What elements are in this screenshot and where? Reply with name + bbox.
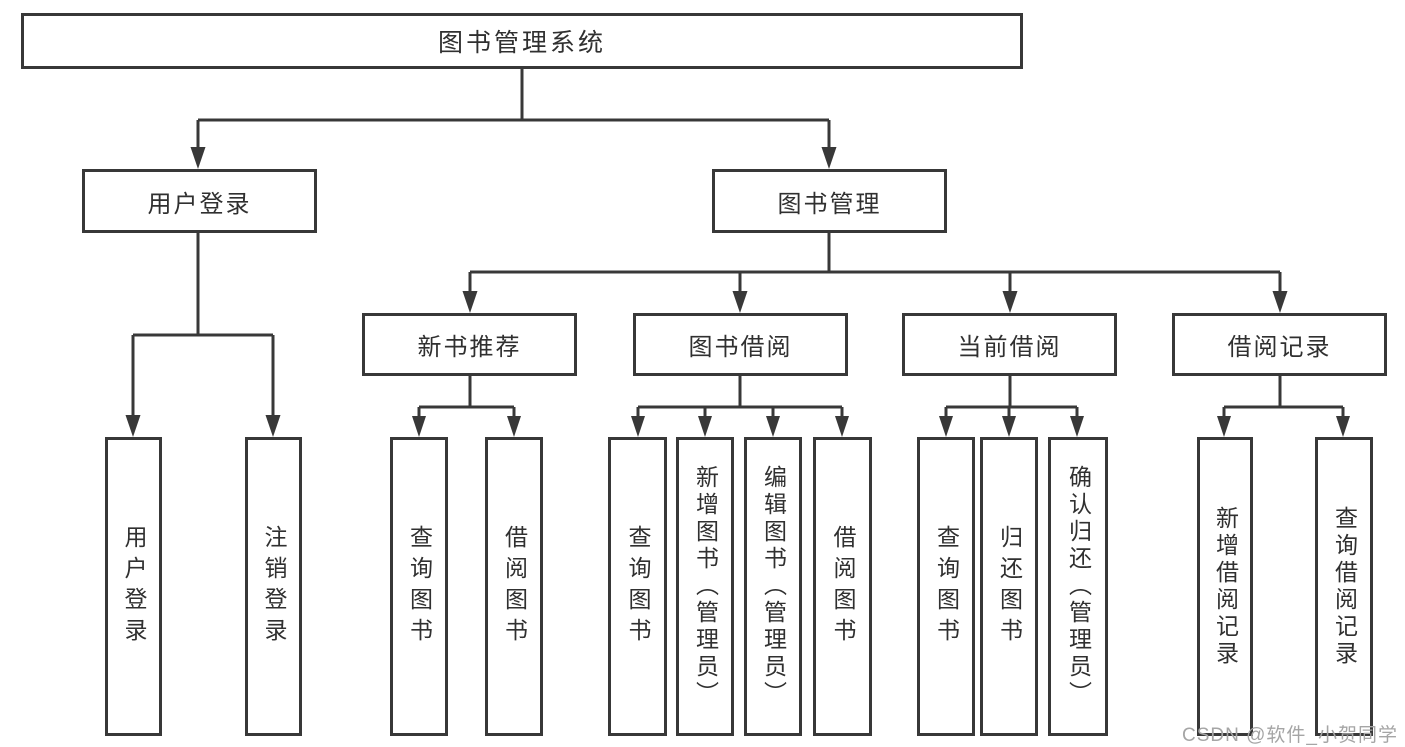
- node-book-management: 图书管理: [712, 169, 947, 233]
- node-current-borrow: 当前借阅: [902, 313, 1117, 376]
- leaf-query-borrow-record: 查询借阅记录: [1315, 437, 1373, 736]
- csdn-watermark: CSDN @软件_小贺同学: [1182, 725, 1398, 746]
- node-new-book-recommend: 新书推荐: [362, 313, 577, 376]
- leaf-confirm-return-admin: 确认归还（管理员）: [1048, 437, 1108, 736]
- leaf-add-books-admin: 新增图书（管理员）: [676, 437, 734, 736]
- leaf-query-books-2: 查询图书: [608, 437, 667, 736]
- leaf-return-books: 归还图书: [980, 437, 1038, 736]
- node-user-login: 用户登录: [82, 169, 317, 233]
- leaf-add-borrow-record: 新增借阅记录: [1197, 437, 1253, 736]
- leaf-logout: 注销登录: [245, 437, 302, 736]
- node-borrow-records: 借阅记录: [1172, 313, 1387, 376]
- leaf-borrow-books-1: 借阅图书: [485, 437, 543, 736]
- node-root-system: 图书管理系统: [21, 13, 1023, 69]
- leaf-query-books-3: 查询图书: [917, 437, 975, 736]
- leaf-query-books-1: 查询图书: [390, 437, 448, 736]
- leaf-user-login: 用户登录: [105, 437, 162, 736]
- leaf-edit-books-admin: 编辑图书（管理员）: [744, 437, 802, 736]
- leaf-borrow-books-2: 借阅图书: [813, 437, 872, 736]
- node-book-borrow: 图书借阅: [633, 313, 848, 376]
